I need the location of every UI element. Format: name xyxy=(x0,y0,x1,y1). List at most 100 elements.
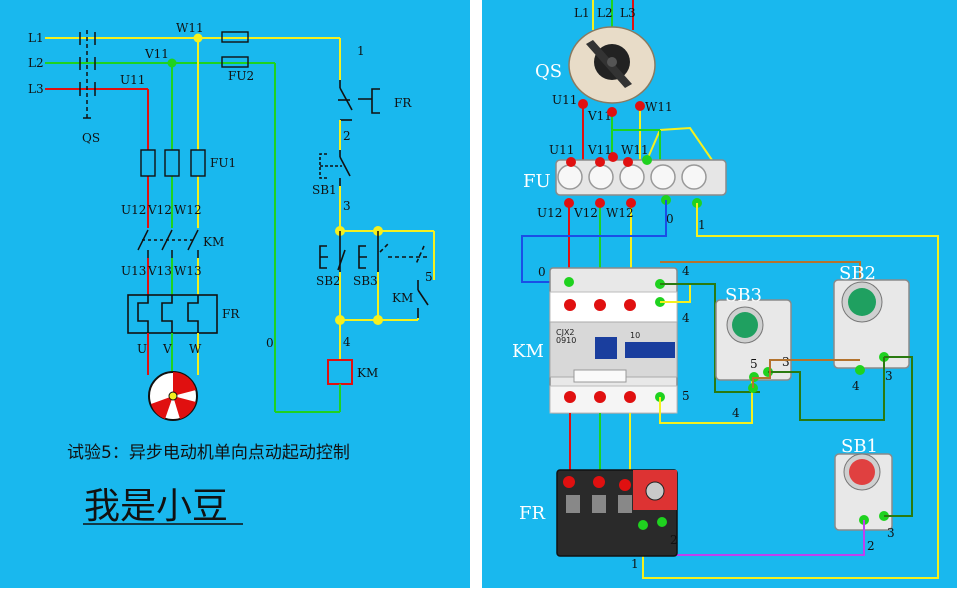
label-l1: L1 xyxy=(28,31,44,45)
fr-thermal-element-symbol xyxy=(127,294,218,334)
km-brand-label: CJX2 xyxy=(556,328,575,337)
left-panel-schematic: L1 L2 L3 QS W11 V11 U11 FU2 xyxy=(0,0,470,588)
right-label-fu-w11: W11 xyxy=(621,143,649,157)
label-fu2: FU2 xyxy=(228,69,254,83)
terminal-qs-u11 xyxy=(578,99,588,109)
right-label-km: KM xyxy=(512,341,544,362)
right-label-sb1-2: 2 xyxy=(867,539,875,553)
terminal-km-l2 xyxy=(594,299,606,311)
label-km-aux: KM xyxy=(392,291,413,305)
right-panel-wiring: L1 L2 L3 QS U11 V11 W11 xyxy=(482,0,957,588)
label-node-4: 4 xyxy=(343,335,351,349)
label-w11: W11 xyxy=(176,21,204,35)
label-v12: V12 xyxy=(147,203,172,217)
sb2-symbol xyxy=(319,231,346,272)
sb2-pushbutton[interactable] xyxy=(833,279,910,369)
right-label-km-5: 5 xyxy=(682,389,690,403)
terminal-fu-green1 xyxy=(642,155,652,165)
terminal-km-t1 xyxy=(564,391,576,403)
terminal-km-t2 xyxy=(594,391,606,403)
km-contactor xyxy=(549,267,678,414)
fu1-fuse-symbol xyxy=(140,149,206,177)
junction-node-4b xyxy=(373,315,383,325)
fu-fuse-block xyxy=(555,159,727,196)
label-v11: V11 xyxy=(144,47,169,61)
right-label-fu: FU xyxy=(523,171,551,192)
right-label-sb3-5: 5 xyxy=(750,357,758,371)
right-label-sb3-4: 4 xyxy=(732,406,740,420)
right-label-l2: L2 xyxy=(597,6,613,20)
terminal-qs-v11 xyxy=(607,107,617,117)
right-label-sb1: SB1 xyxy=(841,436,878,457)
sb3-symbol xyxy=(358,231,428,272)
right-label-sb3: SB3 xyxy=(725,285,762,306)
fr-thermal-relay xyxy=(556,469,678,557)
terminal-fr-2 xyxy=(657,517,667,527)
sb1-symbol xyxy=(319,150,351,186)
label-qs: QS xyxy=(82,131,100,145)
km-main-contacts-symbol xyxy=(137,228,208,258)
right-label-w12: W12 xyxy=(606,206,634,220)
panel-divider xyxy=(470,0,482,588)
qs-rotary-switch xyxy=(568,26,656,104)
label-sb3: SB3 xyxy=(353,274,378,288)
terminal-fu-v11b xyxy=(608,152,618,162)
label-w12: W12 xyxy=(174,203,202,217)
terminal-fu-u12 xyxy=(564,198,574,208)
terminal-fr-1 xyxy=(638,520,648,530)
km-10-label: 10 xyxy=(630,331,640,340)
label-node-3: 3 xyxy=(343,199,351,213)
terminal-sb2-4 xyxy=(855,365,865,375)
right-label-fu-u11: U11 xyxy=(549,143,574,157)
label-l2: L2 xyxy=(28,56,44,70)
right-label-u12: U12 xyxy=(537,206,562,220)
terminal-fr-u xyxy=(563,476,575,488)
right-label-t0: 0 xyxy=(666,212,674,226)
fu2-fuse-symbol xyxy=(221,31,249,68)
label-km-coil: KM xyxy=(357,366,378,380)
km-aux-contact-symbol xyxy=(417,280,429,318)
label-u13: U13 xyxy=(121,264,146,278)
label-km-contact: KM xyxy=(203,235,224,249)
signature-text: 我是小豆 xyxy=(84,486,228,527)
label-v13: V13 xyxy=(147,264,172,278)
terminal-fu-u11 xyxy=(566,157,576,167)
right-label-km-4a: 4 xyxy=(682,264,690,278)
sb1-pushbutton[interactable] xyxy=(834,453,893,531)
right-label-fr-1: 1 xyxy=(631,557,639,571)
label-node-2: 2 xyxy=(343,129,351,143)
terminal-fu-v12 xyxy=(595,198,605,208)
label-u12: U12 xyxy=(121,203,146,217)
qs-switch-symbol xyxy=(79,30,96,119)
fr-nc-contact-symbol xyxy=(338,80,380,130)
right-label-l1: L1 xyxy=(574,6,590,20)
label-v: V xyxy=(162,342,172,356)
right-label-fr: FR xyxy=(519,503,545,524)
right-label-km-0: 0 xyxy=(538,265,546,279)
right-label-km-4b: 4 xyxy=(682,311,690,325)
right-label-fr-2: 2 xyxy=(670,533,678,547)
right-label-qs-w11: W11 xyxy=(645,100,673,114)
label-u11: U11 xyxy=(120,73,145,87)
label-sb1: SB1 xyxy=(312,183,337,197)
label-sb2: SB2 xyxy=(316,274,341,288)
right-label-l3: L3 xyxy=(620,6,636,20)
right-label-t1: 1 xyxy=(698,218,706,232)
terminal-km-t3 xyxy=(624,391,636,403)
terminal-fu-w11 xyxy=(623,157,633,167)
caption-title: 试验5：异步电动机单向点动起动控制 xyxy=(67,443,350,463)
label-node-5: 5 xyxy=(425,270,433,284)
right-label-sb2: SB2 xyxy=(839,263,876,284)
label-fu1: FU1 xyxy=(210,156,236,170)
terminal-qs-w11 xyxy=(635,101,645,111)
terminal-fr-w xyxy=(619,479,631,491)
terminal-km-l3 xyxy=(624,299,636,311)
right-label-sb1-3: 3 xyxy=(887,526,895,540)
left-panel-background xyxy=(0,0,470,588)
right-label-v12: V12 xyxy=(573,206,598,220)
label-w13: W13 xyxy=(174,264,202,278)
label-w: W xyxy=(189,342,202,356)
label-fr-heater: FR xyxy=(222,307,240,321)
label-l3: L3 xyxy=(28,82,44,96)
